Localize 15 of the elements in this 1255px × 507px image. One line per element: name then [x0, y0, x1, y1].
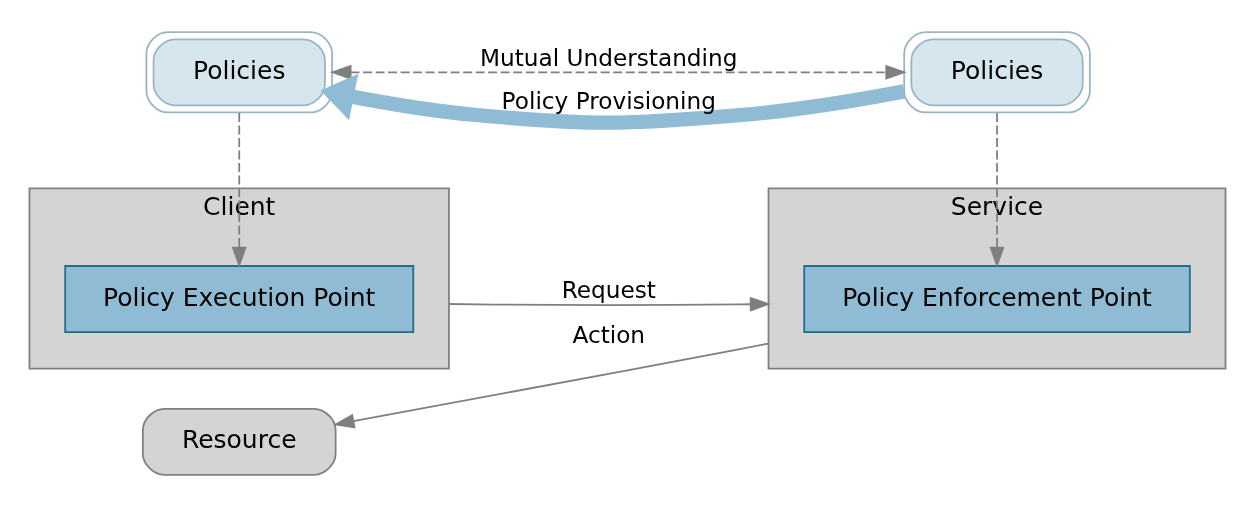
node-box: Policies [903, 31, 1091, 114]
arrow [320, 73, 906, 130]
node-box: Policy Enforcement Point [803, 265, 1191, 333]
node-box: Policies [145, 31, 333, 114]
node-box: Resource [141, 407, 337, 476]
edge-label: Action [572, 320, 646, 348]
arrow [448, 296, 772, 312]
node-box: Policy Execution Point [64, 265, 415, 333]
edge-label: Policy Provisioning [501, 86, 716, 114]
arrow [330, 64, 907, 80]
edge-label: Request [561, 275, 656, 303]
arrow [231, 112, 247, 269]
arrow [333, 342, 770, 429]
edge-label: Mutual Understanding [480, 43, 738, 71]
arrow [989, 112, 1005, 269]
